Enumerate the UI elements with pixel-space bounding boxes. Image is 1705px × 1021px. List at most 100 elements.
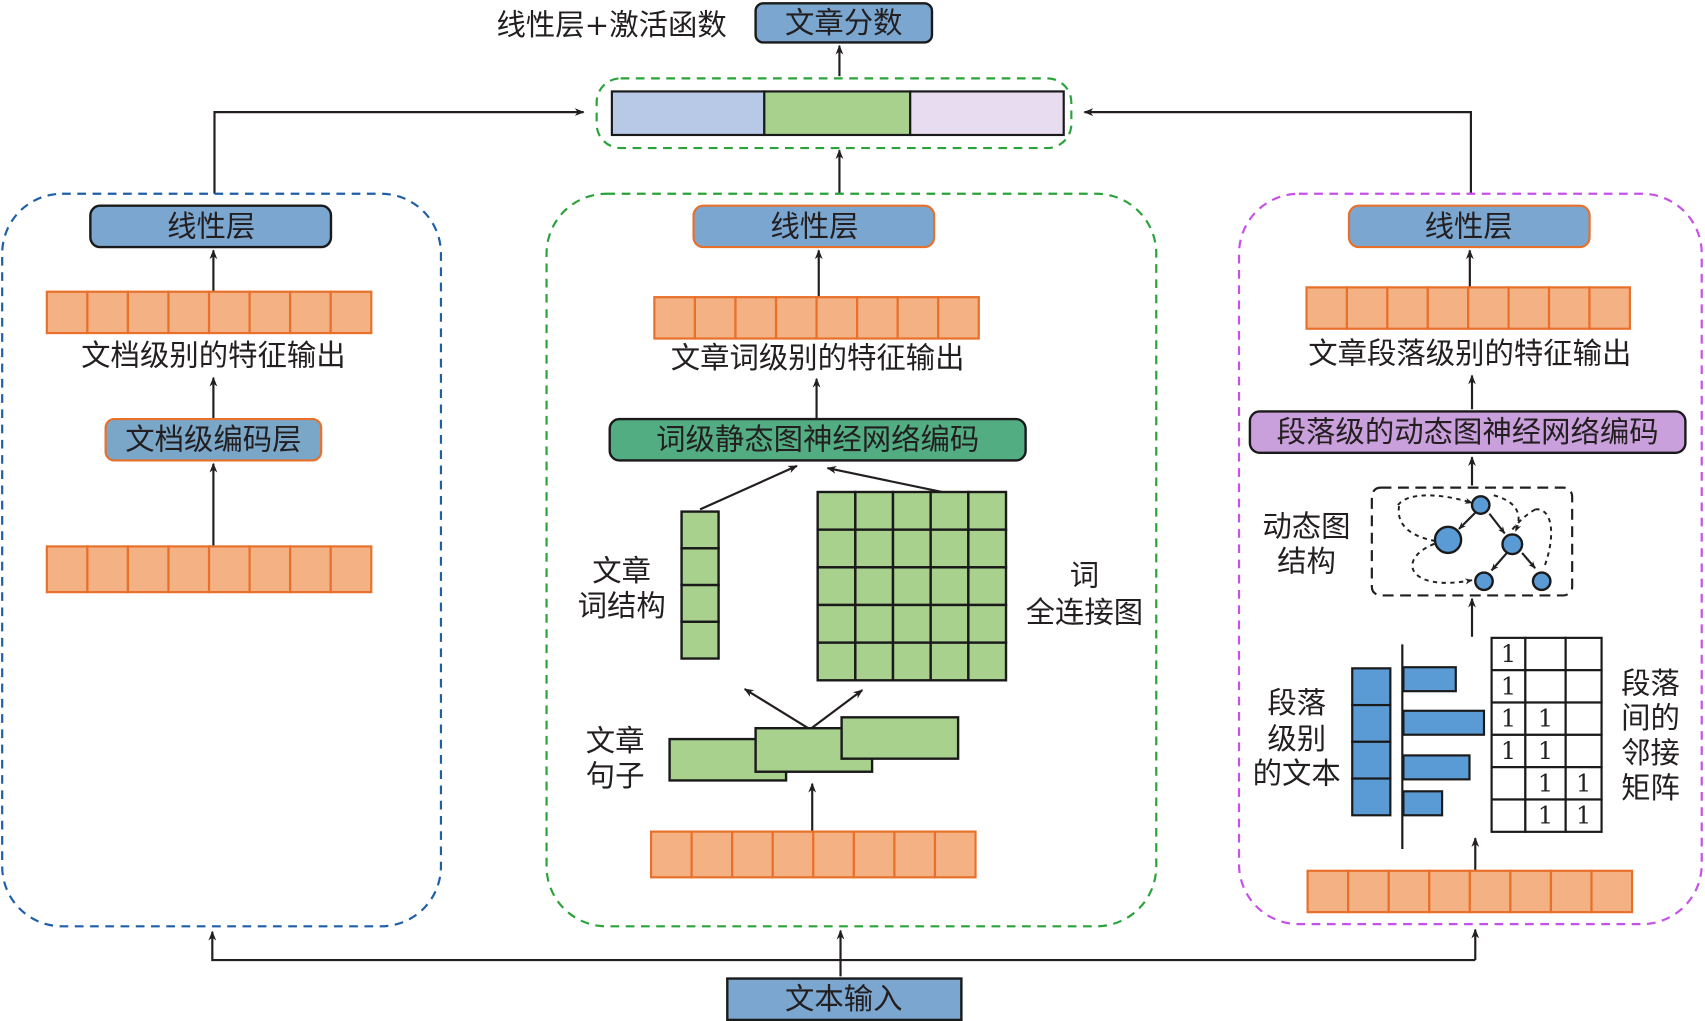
adjacency-cell [1490, 701, 1527, 736]
left-feature-output-label: 文档级别的特征输出 [81, 339, 345, 373]
sentences-label-line1: 文章 [586, 724, 645, 758]
dynamic-edge [1510, 508, 1536, 532]
word-structure-column [680, 510, 720, 660]
adjacency-value: 1 [1501, 672, 1516, 700]
sentences-label-line2: 句子 [586, 759, 645, 793]
word-structure-label-line1: 文章 [592, 554, 651, 588]
adjacency-value: 1 [1538, 737, 1553, 765]
feature-cell [690, 830, 734, 879]
adjacency-cell [1564, 798, 1603, 833]
feature-cell [812, 830, 855, 879]
dynamic-graph-label-line1: 动态图 [1262, 510, 1350, 544]
feature-cell [248, 290, 292, 335]
text-input-label: 文本输入 [785, 982, 903, 1016]
adjacency-cell [1490, 669, 1527, 704]
feature-cell [167, 545, 211, 594]
concat-paragraph-segment [909, 90, 1065, 137]
paragraph-block [1351, 740, 1392, 780]
paragraph-text-label-line2: 级别 [1267, 722, 1326, 756]
paragraph-bar [1402, 754, 1471, 781]
full-graph-cell [816, 641, 857, 682]
full-graph-cell [854, 528, 895, 569]
full-graph-cell [929, 528, 970, 569]
adjacency-label-line1: 段落 [1621, 666, 1680, 700]
feature-cell [1345, 286, 1389, 330]
adjacency-value: 1 [1538, 705, 1553, 733]
feature-cell [248, 545, 292, 594]
right-linear-layer-label: 线性层 [1425, 209, 1513, 243]
document-level-panel [1, 192, 443, 928]
feature-cell [86, 290, 130, 335]
feature-cell [1428, 869, 1471, 914]
arrow-input-to-left [208, 930, 1476, 962]
full-graph-cell [929, 641, 970, 682]
feature-cell [289, 545, 332, 594]
feature-cell [852, 830, 896, 879]
article-score-label: 文章分数 [785, 6, 903, 40]
adjacency-cell [1490, 733, 1527, 769]
concat-document-segment [610, 90, 766, 137]
full-graph-cell [891, 490, 932, 531]
arrow-full-graph-to-encoder [826, 466, 943, 494]
feature-cell [1547, 286, 1591, 330]
adjacency-value: 1 [1501, 640, 1516, 668]
middle-linear-layer-box: 线性层 [692, 204, 936, 249]
right-feature-output-label: 文章段落级别的特征输出 [1308, 337, 1631, 371]
article-sentences-stack [668, 716, 960, 782]
feature-cell [734, 296, 778, 340]
feature-cell [1386, 286, 1429, 330]
arrow-right-to-concat [1083, 108, 1473, 194]
word-structure-cell [680, 583, 720, 623]
adjacency-cell [1524, 669, 1567, 704]
feature-cell [45, 545, 89, 594]
adjacency-cell [1564, 669, 1603, 704]
feature-cell [896, 296, 940, 340]
paragraph-bar [1402, 666, 1457, 693]
feature-cell [1590, 869, 1634, 914]
text-input-box: 文本输入 [726, 977, 963, 1021]
full-graph-cell [891, 603, 932, 644]
word-structure-cell [680, 547, 720, 587]
feature-cell [329, 290, 373, 335]
dynamic-edge [1521, 552, 1536, 569]
full-graph-cell [854, 490, 895, 531]
dynamic-edge [1488, 513, 1506, 535]
adjacency-value: 1 [1538, 802, 1553, 830]
word-structure-label-line2: 词结构 [578, 589, 666, 623]
feature-cell [937, 296, 980, 340]
adjacency-cell [1524, 798, 1567, 833]
adjacency-cell [1564, 701, 1603, 736]
adjacency-cell [1490, 636, 1527, 672]
paragraph-block [1351, 703, 1392, 743]
feature-cell [167, 290, 211, 335]
feature-cell [289, 290, 332, 335]
paragraph-block [1351, 667, 1392, 707]
feature-cell [893, 830, 937, 879]
paragraph-dynamic-gnn-encoder-label: 段落级的动态图神经网络编码 [1277, 415, 1659, 449]
full-graph-cell [967, 603, 1008, 644]
paragraph-bar [1402, 790, 1444, 817]
feature-cell [1507, 286, 1551, 330]
right-linear-layer-box: 线性层 [1347, 204, 1591, 249]
paragraph-level-panel [1237, 192, 1703, 926]
dynamic-edge [1458, 510, 1478, 530]
full-graph-cell [816, 490, 857, 531]
feature-cell [731, 830, 774, 879]
feature-cell [649, 830, 693, 879]
word-structure-cell [680, 620, 720, 660]
feature-cell [45, 290, 89, 335]
feature-cell [1468, 869, 1512, 914]
graph-node [1501, 533, 1524, 556]
word-static-gnn-encoder-label: 词级静态图神经网络编码 [656, 423, 979, 457]
full-graph-cell [929, 490, 970, 531]
full-graph-cell [854, 641, 895, 682]
feature-cell [1426, 286, 1470, 330]
adjacency-cell [1490, 798, 1527, 833]
feature-cell [653, 296, 696, 340]
dynamic-edge [1493, 494, 1522, 532]
activation-label: 线性层+激活函数 [496, 8, 726, 42]
feature-cell [933, 830, 977, 879]
full-graph-cell [891, 641, 932, 682]
full-graph-cell [816, 528, 857, 569]
